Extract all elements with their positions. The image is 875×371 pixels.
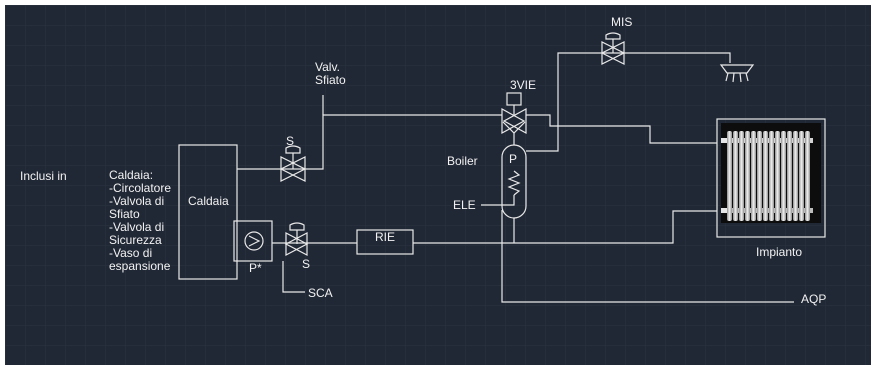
pump-label: P* (249, 261, 262, 275)
ele-link (481, 195, 515, 206)
pipe-aqp (501, 210, 794, 303)
pipe-to-radiator-top (526, 114, 717, 144)
caldaia-includes-list: Caldaia: -Circolatore -Valvola di Sfiato… (109, 168, 172, 273)
rie-label: RIE (375, 230, 396, 244)
valv-sfiato-label: Valv. Sfiato (315, 60, 346, 87)
boiler-p-label: P (509, 152, 518, 166)
sca-label: SCA (308, 286, 333, 300)
cad-canvas: Inclusi in Caldaia: -Circolatore -Valvol… (5, 5, 871, 365)
mix-valve-icon (600, 32, 626, 65)
rie-box (356, 229, 414, 255)
inclusi-label: Inclusi in (20, 169, 67, 183)
valve-s-upper-label: S (286, 134, 295, 148)
pump-box (233, 220, 273, 262)
radiator-frame (716, 118, 826, 238)
pipe-hot-water (526, 52, 731, 152)
radiator-icon (721, 123, 821, 223)
pipe-sca (282, 261, 305, 293)
mis-label: MIS (611, 15, 633, 29)
ele-label: ELE (453, 198, 476, 212)
three-vie-label: 3VIE (510, 78, 537, 92)
shower-icon (719, 64, 755, 83)
pipe-return-right (413, 210, 717, 244)
boiler-label: Boiler (447, 154, 478, 168)
pump-icon (244, 231, 264, 251)
valve-icon (279, 145, 307, 182)
caldaia-box (178, 144, 238, 280)
valve-icon (284, 222, 309, 256)
coil-icon (507, 170, 521, 196)
impianto-label: Impianto (756, 245, 803, 259)
caldaia-label: Caldaia (188, 194, 229, 208)
valve-s-lower-label: S (302, 257, 311, 271)
schematic-drawing (5, 5, 871, 365)
aqp-label: AQP (801, 292, 827, 306)
